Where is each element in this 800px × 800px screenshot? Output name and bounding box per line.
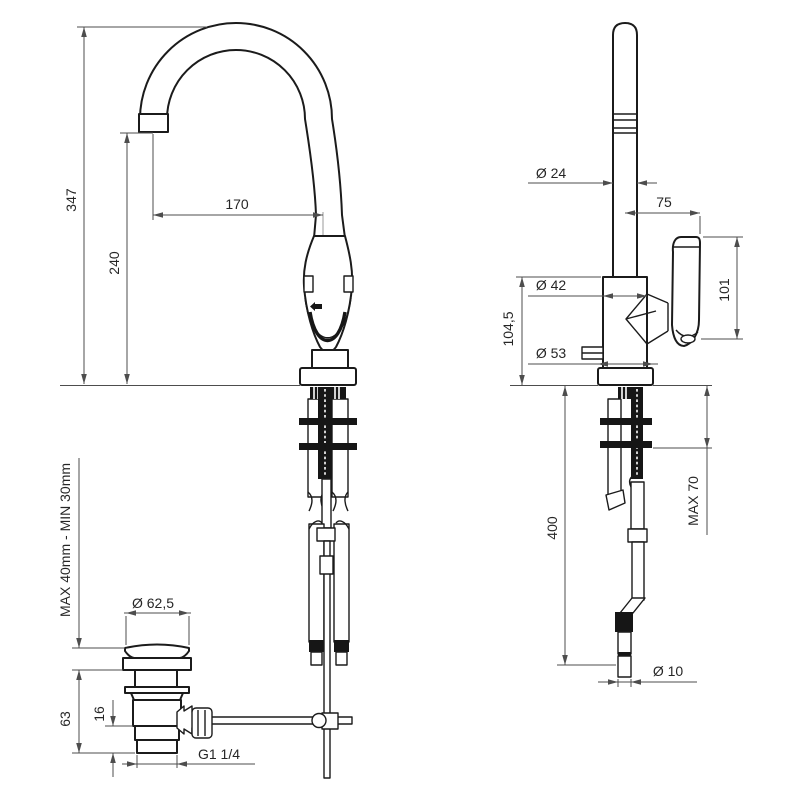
popup-rod-nut: [316, 527, 336, 542]
dimension-75: 75: [625, 194, 701, 234]
side-lever-bottom-cap: [680, 334, 696, 344]
handle-lower-curve-outer: [304, 297, 352, 339]
dimension-spout-diameter: Ø 24: [528, 165, 657, 186]
handle-lower-curve-inner: [308, 311, 347, 343]
dim-label-handle-height: 101: [716, 278, 732, 302]
dimension-max-70: MAX 70: [653, 386, 712, 535]
side-shank: [618, 387, 631, 399]
dimension-347: 347: [63, 26, 207, 384]
front-hose-left-fitting: [309, 640, 324, 652]
dimension-body-height: 104,5: [500, 276, 601, 385]
drain-neck: [134, 669, 178, 688]
side-hose-fitting: [615, 612, 633, 632]
dim-label-body-height: 104,5: [500, 311, 516, 346]
dim-label-spout-reach: 170: [225, 196, 249, 212]
spout-inner-curve: [166, 49, 317, 239]
side-hose-elbow: [619, 597, 646, 614]
front-washer-bar-1: [299, 418, 357, 425]
front-body-right-tab: [343, 275, 354, 293]
popup-rod-lower: [323, 540, 331, 779]
dim-label-flange-diameter: Ø 62,5: [132, 595, 174, 611]
front-body-left-tab: [303, 275, 314, 293]
side-hose-lower: [631, 541, 645, 601]
hose-break-right: [331, 491, 349, 512]
dimension-170: 170: [152, 134, 323, 220]
side-handle-wedge: [625, 293, 669, 345]
popup-rod-upper: [321, 478, 332, 529]
side-washer-bar-2: [600, 441, 652, 448]
brand-mark-icon: [310, 302, 322, 311]
side-hose-band: [618, 652, 631, 656]
dimension-400: 400: [544, 386, 616, 666]
popup-rod-pivot: [311, 712, 327, 729]
drain-washer: [122, 657, 192, 671]
side-spout-tube: [612, 22, 638, 278]
dimension-handle-height: 101: [701, 236, 743, 340]
front-washer-bar-2: [299, 443, 357, 450]
side-hose-nut: [627, 528, 648, 543]
side-hose-end-upper: [617, 631, 632, 655]
dimension-flange-diameter: Ø 62,5: [124, 595, 191, 645]
dimension-base-diameter: Ø 53: [528, 345, 658, 367]
dim-label-thread-size: G1 1/4: [198, 746, 240, 762]
dimension-63: 63: [57, 670, 135, 754]
popup-rod-coupler: [319, 555, 334, 575]
dim-label-drain-height: 63: [57, 711, 73, 727]
dim-label-spout-diameter: Ø 24: [536, 165, 567, 181]
dim-label-mounting-range: MAX 40mm - MIN 30mm: [57, 463, 73, 617]
side-handle-lever: [671, 236, 701, 347]
drain-body: [132, 699, 182, 727]
front-view: [60, 22, 357, 779]
dim-label-spout-height: 240: [106, 251, 122, 275]
dim-label-tailpiece-length: 16: [91, 706, 107, 722]
drain-tailpiece: [136, 739, 178, 754]
dim-label-handle-reach: 75: [656, 194, 672, 210]
dim-label-hose-length: 400: [544, 516, 560, 540]
dim-label-rod-diameter: Ø 10: [653, 663, 684, 679]
drain-assembly: [122, 643, 213, 754]
dimension-thread: G1 1/4: [122, 746, 255, 768]
drain-taper: [130, 692, 184, 701]
side-washer-bar-1: [600, 418, 652, 425]
front-underdeck: [207, 387, 357, 779]
dimension-body-diameter: Ø 42: [528, 277, 647, 299]
front-body-handle: [302, 235, 354, 353]
front-hose-right-lower: [333, 523, 350, 643]
front-base-plate: [299, 367, 357, 386]
side-underdeck: [600, 387, 652, 678]
drain-rod-nut: [191, 707, 213, 739]
spout-outlet: [138, 113, 169, 133]
drain-body-step: [134, 725, 180, 741]
side-base-plate: [597, 367, 654, 386]
hose-hooks: [308, 520, 350, 530]
dimension-240: 240: [106, 132, 153, 384]
side-hose-hook: [629, 475, 639, 488]
side-hose-mid: [630, 481, 645, 530]
front-body-neck: [311, 349, 349, 369]
spout-outer-curve: [139, 22, 346, 239]
front-hose-right-fitting: [334, 640, 349, 652]
drain-flange: [124, 643, 190, 659]
front-hose-right-tip: [335, 651, 348, 666]
front-hose-left-tip: [310, 651, 323, 666]
dim-label-max-depth: MAX 70: [685, 476, 701, 526]
dim-label-body-diameter: Ø 42: [536, 277, 567, 293]
dimension-rod-diameter: Ø 10: [598, 663, 697, 687]
dimension-16: 16: [91, 700, 133, 777]
side-hose-end-tip: [617, 655, 632, 678]
side-body: [602, 276, 648, 369]
dimension-mounting-range: MAX 40mm - MIN 30mm: [57, 458, 125, 680]
dim-label-total-height: 347: [63, 188, 79, 212]
side-hose-upper-cut: [605, 489, 626, 511]
dim-label-base-diameter: Ø 53: [536, 345, 567, 361]
